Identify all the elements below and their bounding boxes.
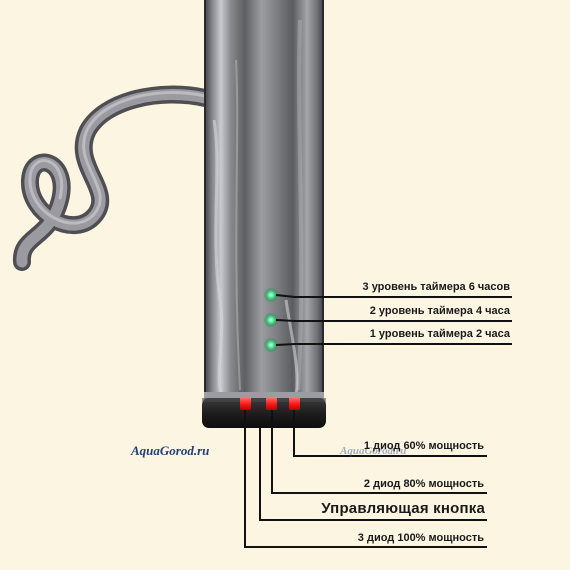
power-led-middle — [266, 397, 277, 410]
power-leds — [240, 397, 300, 410]
leader-line-diode-1 — [293, 410, 487, 457]
leader-line-button — [259, 428, 487, 521]
leader-line-timer-2 — [275, 319, 512, 322]
label-diode-2: 2 диод 80% мощность — [363, 478, 484, 490]
leader-line-timer-3 — [275, 294, 512, 298]
leader-line-diode-3 — [244, 410, 487, 548]
timer-led-2 — [264, 313, 278, 327]
power-led-left — [240, 397, 251, 410]
watermark-text-faint: AquaGorod.ru — [340, 445, 407, 457]
timer-led-1 — [264, 338, 278, 352]
label-timer-level-1: 1 уровень таймера 2 часа — [369, 328, 510, 340]
timer-leader-lines — [275, 294, 512, 346]
label-control-button: Управляющая кнопка — [321, 500, 485, 517]
timer-leds — [264, 288, 278, 352]
power-leader-lines — [244, 410, 487, 548]
watermark-text: AquaGorod.ru — [131, 443, 210, 458]
leader-line-diode-2 — [271, 410, 487, 494]
heater-cap — [202, 392, 326, 428]
coiled-cable — [13, 85, 214, 271]
leader-line-timer-1 — [275, 343, 512, 346]
label-diode-1: 1 диод 60% мощность — [363, 440, 484, 452]
power-led-right — [289, 397, 300, 410]
heater-tube — [204, 0, 324, 402]
timer-led-3 — [264, 288, 278, 302]
label-timer-level-3: 3 уровень таймера 6 часов — [362, 281, 510, 293]
label-diode-3: 3 диод 100% мощность — [357, 532, 484, 544]
label-timer-level-2: 2 уровень таймера 4 часа — [369, 305, 510, 317]
